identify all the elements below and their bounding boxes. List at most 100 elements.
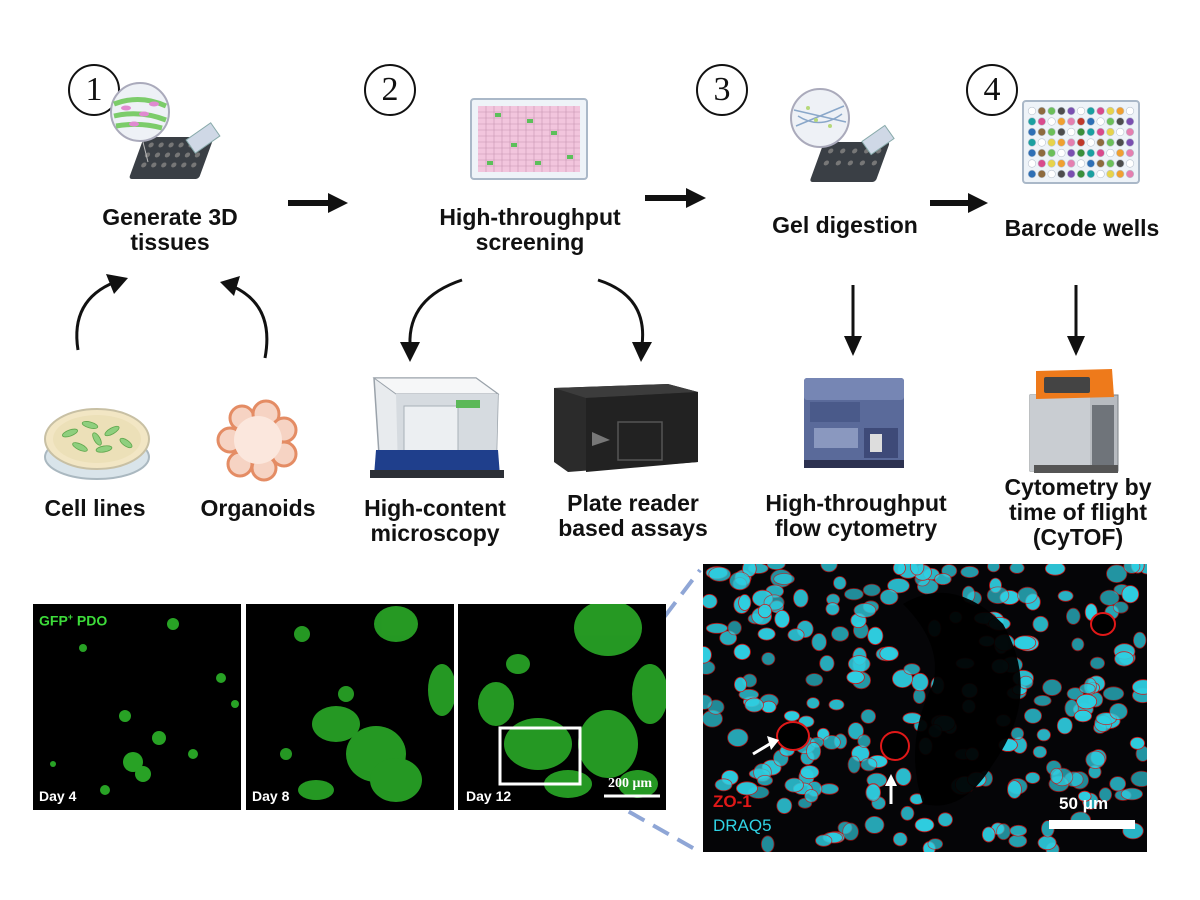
barcode-well: [1076, 169, 1086, 179]
barcode-well: [1027, 106, 1037, 116]
barcode-well: [1116, 117, 1125, 126]
nucleus: [773, 573, 795, 585]
barcode-well: [1116, 169, 1125, 179]
nucleus: [1073, 709, 1092, 723]
nucleus: [1109, 776, 1127, 792]
step-arrow-2-3: [645, 188, 706, 208]
barcode-well: [1106, 138, 1115, 147]
readout-label-line: (CyTOF): [1032, 524, 1124, 550]
nucleus: [820, 564, 838, 573]
zoom-box: [498, 726, 582, 786]
nucleus: [1132, 679, 1147, 695]
barcode-well: [1096, 117, 1105, 126]
step-number: 3: [713, 71, 731, 108]
barcode-well: [1096, 127, 1105, 137]
readout-label-line: High-content: [364, 495, 506, 521]
barcode-well: [1086, 127, 1095, 137]
confocal-zoom-panel: ZO-1 DRAQ5 50 μm: [703, 564, 1147, 852]
nucleus: [1065, 607, 1081, 625]
down-arrow-flow: [844, 285, 862, 356]
readout-label-line: flow cytometry: [774, 515, 938, 541]
barcode-well: [1086, 159, 1095, 168]
nucleus: [1008, 834, 1028, 848]
nucleus: [900, 805, 915, 821]
step-label-line: Barcode wells: [1004, 215, 1160, 241]
nucleus: [911, 672, 929, 692]
nucleus: [1010, 727, 1025, 741]
source-label-cell-lines: Cell lines: [44, 495, 146, 521]
cytof-icon: [1029, 369, 1119, 473]
nucleus: [705, 622, 728, 634]
nucleus: [736, 781, 759, 796]
nucleus: [1078, 683, 1096, 694]
nucleus: [787, 628, 805, 642]
barcode-well: [1047, 148, 1056, 158]
nucleus: [806, 741, 822, 761]
nucleus: [1129, 736, 1145, 750]
step-4-label: Barcode wells: [982, 216, 1182, 241]
barcode-well: [1076, 127, 1086, 137]
nucleus: [847, 722, 864, 740]
nucleus: [981, 826, 996, 843]
nucleus: [1077, 790, 1092, 802]
barcode-well: [1125, 159, 1135, 168]
barcode-well: [1057, 148, 1066, 158]
step-2-label: High-throughput screening: [410, 205, 650, 255]
barcode-well: [1106, 106, 1115, 116]
barcode-well: [1086, 169, 1095, 179]
barcode-well: [1037, 148, 1046, 158]
nucleus: [934, 573, 952, 586]
barcode-well: [1067, 106, 1076, 116]
barcode-well: [1106, 127, 1115, 137]
nucleus: [960, 566, 980, 578]
barcode-well: [1116, 138, 1125, 147]
nucleus: [1098, 787, 1113, 802]
nucleus: [1037, 835, 1057, 851]
barcode-well: [1047, 169, 1056, 179]
barcode-well: [1086, 138, 1095, 147]
nucleus: [1133, 631, 1147, 649]
readout-label-plate-reader: Plate reader based assays: [533, 491, 733, 541]
nucleus: [760, 835, 775, 852]
nucleus: [1032, 615, 1049, 633]
step-1-label: Generate 3D tissues: [70, 205, 270, 255]
barcode-well: [1067, 117, 1076, 126]
nucleus: [1085, 750, 1106, 769]
nucleus: [1009, 564, 1025, 574]
barcode-well: [1125, 117, 1135, 126]
micrograph-day12: Day 12 200 μm: [458, 604, 666, 810]
step-label-line: Generate 3D: [102, 204, 238, 230]
barcode-well: [1116, 148, 1125, 158]
barcode-well: [1125, 169, 1135, 179]
barcode-well: [1086, 117, 1095, 126]
gfp-legend-superscript: +: [67, 612, 74, 622]
barcode-well: [1047, 127, 1056, 137]
nucleus: [828, 698, 845, 711]
readout-label-line: High-throughput: [765, 490, 947, 516]
barcode-well: [1106, 117, 1115, 126]
nucleus: [805, 673, 824, 687]
step-arrow-3-4: [930, 193, 988, 213]
nucleus: [879, 646, 899, 661]
barcode-plate-icon: [1022, 100, 1140, 184]
barcode-well: [1116, 159, 1125, 168]
nucleus: [1023, 708, 1042, 724]
nucleus: [1123, 564, 1141, 574]
nucleus: [1025, 771, 1041, 784]
barcode-well: [1096, 106, 1105, 116]
barcode-well: [1116, 106, 1125, 116]
organoid-icon: [216, 399, 298, 482]
nucleus: [756, 774, 774, 786]
nucleus: [909, 564, 925, 576]
nucleus: [822, 734, 841, 750]
readout-label-cytof: Cytometry by time of flight (CyTOF): [988, 475, 1168, 550]
nucleus: [800, 765, 820, 780]
zo1-legend: ZO-1: [713, 792, 752, 811]
nucleus: [1036, 728, 1051, 742]
barcode-well: [1076, 117, 1086, 126]
readout-label-line: Cytometry by: [1004, 474, 1152, 500]
barcode-well: [1096, 159, 1105, 168]
barcode-well: [1027, 117, 1037, 126]
barcode-well: [1125, 127, 1135, 137]
step-label-line: Gel digestion: [772, 212, 918, 238]
